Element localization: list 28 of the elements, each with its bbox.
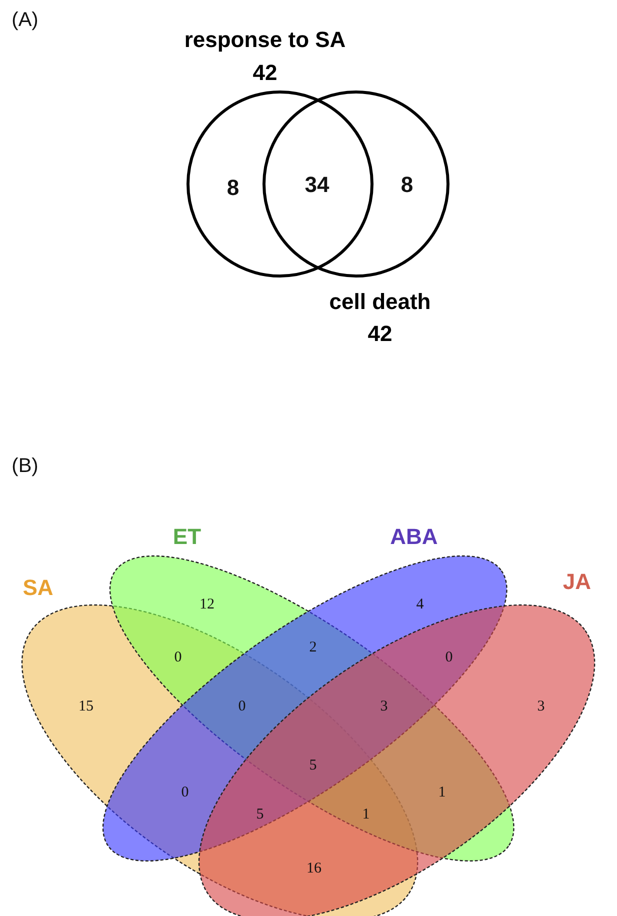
- region-count: 3: [380, 700, 388, 714]
- panel-label: (B): [12, 456, 38, 476]
- set-label: JA: [562, 571, 592, 593]
- region-count: 0: [181, 786, 189, 800]
- region-count: 15: [78, 700, 94, 714]
- region-count: 4: [416, 598, 424, 612]
- region-count: 5: [256, 808, 264, 822]
- region-count: 2: [309, 640, 317, 656]
- region-count: 3: [537, 700, 545, 714]
- region-count: 0: [445, 650, 453, 666]
- region-count: 0: [174, 650, 182, 666]
- set-total: 42: [252, 62, 278, 84]
- set-label: cell death: [329, 291, 431, 313]
- set-label: SA: [22, 577, 54, 599]
- region-count: 1: [362, 808, 370, 822]
- set-total: 42: [368, 323, 392, 345]
- region-count: 1: [438, 786, 446, 800]
- region-count: 12: [200, 598, 214, 612]
- region-count: 8: [226, 177, 240, 199]
- region-count: 0: [238, 700, 246, 714]
- region-count: 16: [306, 862, 322, 876]
- panel-label: (A): [12, 10, 38, 30]
- set-label: ABA: [390, 526, 438, 548]
- region-count: 8: [400, 174, 414, 196]
- region-count: 5: [309, 758, 317, 774]
- region-count: 34: [304, 174, 330, 196]
- set-label: response to SA: [184, 29, 346, 51]
- set-label: ET: [172, 526, 202, 548]
